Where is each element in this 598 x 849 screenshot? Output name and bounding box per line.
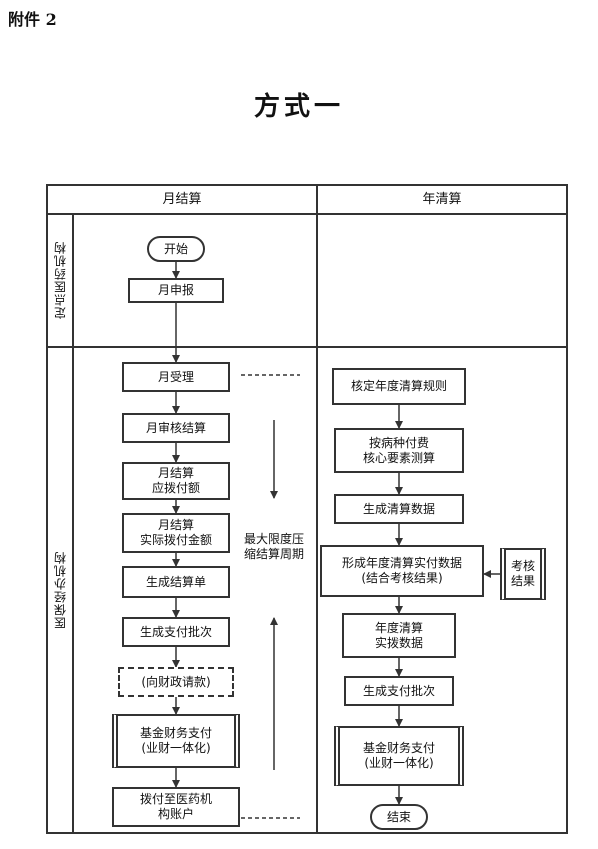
column-header-annual: 年清算: [422, 192, 462, 207]
monthly-payable-box: 月结算 应拨付额: [122, 462, 230, 500]
end-node: 结束: [370, 804, 428, 830]
annual-actual-line1: 年度清算: [374, 620, 423, 635]
core-calc-line1: 按病种付费: [368, 435, 429, 450]
core-calc-line2: 核心要素测算: [362, 450, 435, 465]
annual-fund-pay-box: 基金财务支付 (业财一体化): [334, 726, 464, 786]
monthly-declare-box: 月申报: [128, 278, 224, 303]
monthly-batch-box: 生成支付批次: [122, 617, 230, 647]
monthly-payable-line1: 月结算: [157, 466, 194, 480]
clearing-data-box: 生成清算数据: [334, 494, 464, 524]
clearing-rules-box: 核定年度清算规则: [332, 368, 466, 405]
annual-payment-data-box: 形成年度清算实付数据 (结合考核结果): [320, 545, 484, 597]
monthly-actual-line1: 月结算: [157, 518, 194, 532]
cycle-label-line2: 缩结算周期: [243, 547, 304, 561]
treasury-request-box: (向财政请款): [118, 667, 234, 697]
annual-batch-box: 生成支付批次: [344, 676, 454, 706]
header-divider: [46, 213, 568, 215]
cycle-label: 最大限度压 缩结算周期: [234, 532, 314, 562]
column-header-monthly: 月结算: [162, 192, 202, 207]
flowchart-frame: [46, 184, 568, 834]
monthly-audit-box: 月审核结算: [122, 413, 230, 443]
attachment-label: 附件 2: [8, 10, 57, 29]
monthly-payable-line2: 应拨付额: [151, 481, 200, 495]
core-calc-box: 按病种付费 核心要素测算: [334, 428, 464, 473]
assessment-result-box: 考核 结果: [500, 548, 546, 600]
monthly-fund-pay-line2: (业财一体化): [141, 741, 211, 755]
lane-divider: [46, 346, 568, 348]
annual-actual-box: 年度清算 实拨数据: [342, 613, 456, 658]
cycle-label-line1: 最大限度压: [243, 532, 304, 546]
annual-payment-line2: (结合考核结果): [361, 571, 443, 585]
monthly-actual-line2: 实际拨付金额: [139, 533, 212, 547]
transfer-box: 拨付至医药机 构账户: [112, 787, 240, 827]
start-node: 开始: [147, 236, 205, 262]
transfer-line2: 构账户: [157, 807, 194, 821]
assessment-line2: 结果: [510, 574, 535, 588]
statement-box: 生成结算单: [122, 566, 230, 598]
lane-label-divider: [72, 213, 74, 834]
annual-actual-line2: 实拨数据: [374, 635, 423, 650]
annual-fund-pay-line1: 基金财务支付: [362, 741, 435, 755]
monthly-fund-pay-box: 基金财务支付 (业财一体化): [112, 714, 240, 768]
column-divider: [316, 184, 318, 834]
assessment-line1: 考核: [510, 559, 535, 573]
monthly-accept-box: 月受理: [122, 362, 230, 392]
monthly-actual-box: 月结算 实际拨付金额: [122, 513, 230, 553]
annual-fund-pay-line2: (业财一体化): [364, 756, 434, 770]
annual-payment-line1: 形成年度清算实付数据: [341, 556, 462, 570]
transfer-line1: 拨付至医药机: [139, 792, 212, 806]
monthly-fund-pay-line1: 基金财务支付: [139, 726, 212, 740]
page-title: 方式一: [253, 92, 344, 122]
